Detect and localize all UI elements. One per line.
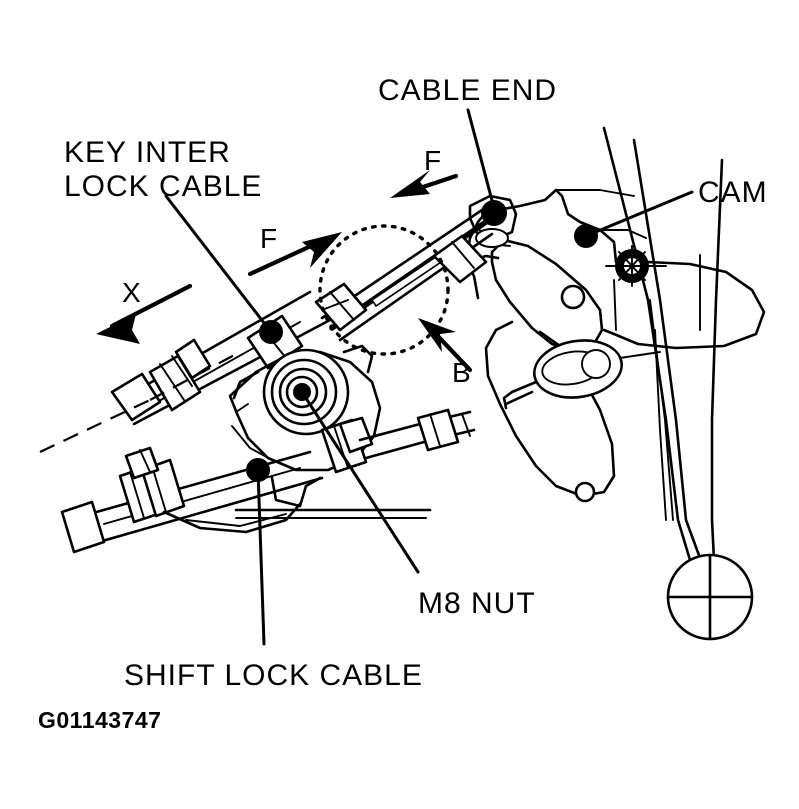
cable-centerline [39,399,151,453]
callout-arrow-b [418,318,473,373]
annotation-f-left: F [424,145,441,176]
rod-connector-block [416,408,460,452]
figure-id: G01143747 [38,707,161,733]
leader-cam [584,190,694,238]
adjuster-rod-assembly [314,208,494,342]
shift-cable-end-cap [60,500,106,554]
force-arrow-left [390,170,459,198]
shift-lock-cable-housing [60,408,476,554]
leader-lines [164,108,694,646]
leader-cable-end [466,108,496,210]
housing-bracket-tab [174,338,212,380]
cable-grommet-oval [502,339,661,410]
label-key-interlock-cable-line1: KEY INTER [64,136,231,169]
cable-end-washer [475,228,509,248]
leader-key-interlock-cable [164,194,273,334]
label-cam: CAM [698,176,768,209]
detail-circle-b [318,224,450,356]
cam-pivot-hub [605,245,667,287]
bracket-hole [574,481,596,503]
label-cable-end: CABLE END [378,74,557,107]
cable-end-joint [468,194,518,248]
label-shift-lock-cable: SHIFT LOCK CABLE [124,659,423,692]
annotation-b: B [452,357,471,388]
annotation-x: X [122,277,141,308]
cable-centerline-2 [149,351,241,401]
grommet-hole [581,349,611,379]
shift-lever-rod-assembly [602,126,754,641]
reference-lines [234,508,432,519]
key-interlock-cable-housing [110,290,332,426]
label-key-interlock-cable-line2: LOCK CABLE [64,170,262,203]
leader-m8-nut [300,390,420,574]
cam-leader-dot [574,224,598,248]
shift-cable-clamp-tab [338,416,374,454]
cable-end-pin [481,200,507,226]
cable-end-cap [110,372,162,422]
force-arrow-right [247,232,342,277]
leader-shift-lock-cable [256,468,266,646]
direction-arrow-x [96,283,193,344]
label-m8-nut: M8 NUT [418,587,536,620]
annotation-f-right: F [260,223,277,254]
housing-bracket-nut [148,354,202,412]
lever-hole [560,284,586,310]
shift-cable-hex-nut-2 [140,458,186,518]
